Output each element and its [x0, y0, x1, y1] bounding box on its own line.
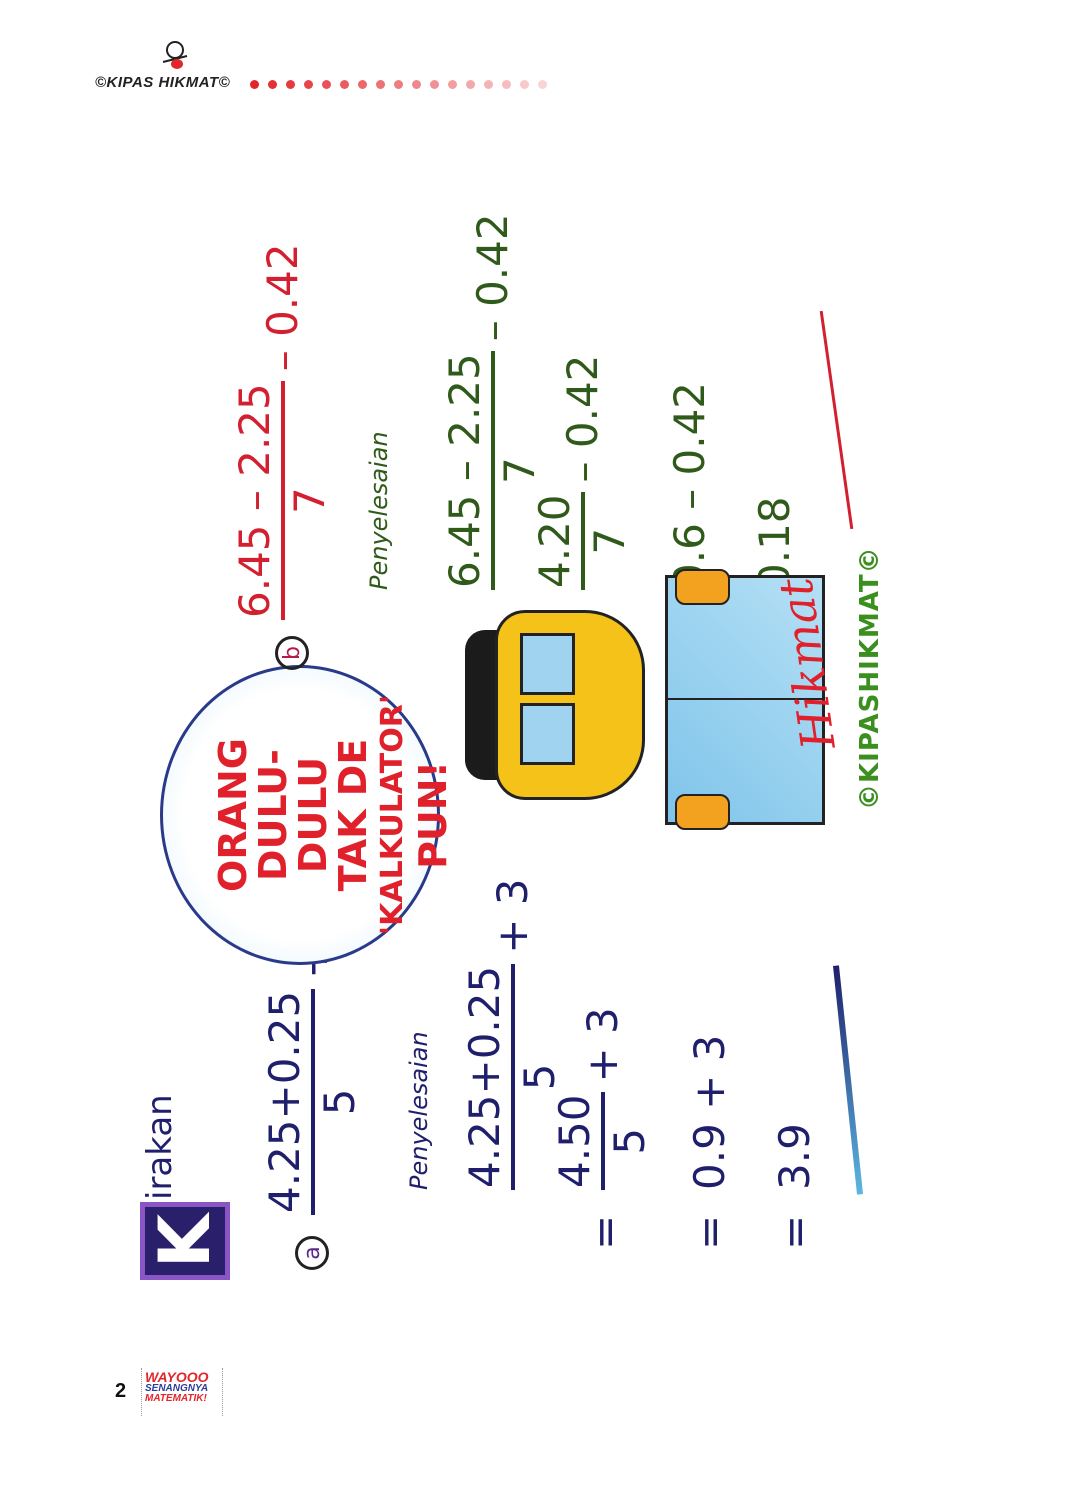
speech-bubble: ORANG DULU- DULU TAK DE 'KALKULATOR' PUN… — [160, 665, 455, 965]
page-footer: 2 WAYOOO SENANGNYA MATEMATIK! — [115, 1368, 235, 1418]
fraction-numerator: 4.50 — [550, 1092, 605, 1190]
expression-tail: + 3 — [487, 878, 537, 954]
rotated-worksheet: K irakan a 4.25+0.255 + 3 Penyelesaian 4… — [140, 170, 900, 1310]
question-a-step-3: 0.9 + 3 — [685, 1034, 734, 1190]
glasses-right-icon — [520, 633, 575, 695]
question-b-label: b — [275, 636, 309, 670]
question-a-answer: 3.9 — [770, 1123, 819, 1190]
logo-line: SENANGNYA — [145, 1383, 209, 1394]
decorative-dot — [376, 80, 385, 89]
decorative-dot — [466, 80, 475, 89]
fraction-denominator: 7 — [285, 487, 334, 514]
fraction-denominator: 5 — [315, 1088, 364, 1116]
fraction-denominator: 5 — [605, 1127, 654, 1155]
decorative-dot — [412, 80, 421, 89]
logo-line: MATEMATIK! — [145, 1393, 207, 1404]
page-header: ©KIPAS HIKMAT© — [95, 40, 1055, 100]
expression-tail: – 0.42 — [467, 213, 517, 342]
decorative-dot — [538, 80, 547, 89]
artist-credit: ©KIPASHIKMAT© — [855, 546, 885, 810]
answer-underline-a — [832, 965, 864, 1195]
speech-line: DULU — [291, 756, 335, 874]
fraction-numerator: 4.25+0.25 — [260, 988, 315, 1215]
decorative-dot — [250, 80, 259, 89]
cartoon-mascot-icon — [162, 41, 188, 69]
decorative-dot — [484, 80, 493, 89]
glasses-left-icon — [520, 703, 575, 765]
logo-line: WAYOOO — [145, 1369, 209, 1385]
speech-line: ORANG — [211, 738, 255, 892]
speech-line: DULU- — [251, 749, 295, 881]
fraction-numerator: 6.45 – 2.25 — [230, 381, 285, 620]
brand-text: ©KIPAS HIKMAT© — [95, 74, 231, 91]
decorative-dot — [430, 80, 439, 89]
solution-label-b: Penyelesaian — [365, 431, 393, 590]
expression-tail: – 0.42 — [257, 243, 307, 372]
decorative-dot — [322, 80, 331, 89]
speech-line: TAK DE — [331, 738, 375, 892]
page-number: 2 — [115, 1380, 127, 1402]
speech-line: 'KALKULATOR' — [375, 694, 410, 936]
decorative-dot — [358, 80, 367, 89]
series-logo: WAYOOO SENANGNYA MATEMATIK! — [141, 1368, 223, 1416]
answer-underline-b — [819, 310, 854, 530]
hand-left-icon — [675, 794, 730, 830]
fraction-numerator: 4.25+0.25 — [460, 963, 515, 1190]
title-initial-box: K — [140, 1202, 230, 1280]
speech-line: PUN! — [411, 761, 455, 869]
solution-label-a: Penyelesaian — [405, 1031, 433, 1190]
decorative-dot — [502, 80, 511, 89]
equals-sign: = — [685, 1214, 734, 1250]
hand-right-icon — [675, 569, 730, 605]
decorative-dot — [304, 80, 313, 89]
decorative-dot — [520, 80, 529, 89]
equals-sign: = — [580, 1214, 629, 1250]
speech-text: ORANG DULU- DULU TAK DE 'KALKULATOR' PUN… — [211, 668, 455, 962]
decorative-dot-line — [250, 80, 547, 89]
decorative-dot — [448, 80, 457, 89]
decorative-dot — [394, 80, 403, 89]
question-a-label: a — [295, 1236, 329, 1270]
decorative-dot — [286, 80, 295, 89]
expression-tail: – 0.42 — [557, 354, 607, 483]
equals-sign: = — [770, 1214, 819, 1250]
expression-tail: + 3 — [577, 1007, 627, 1083]
title-text: irakan — [140, 1094, 180, 1200]
decorative-dot — [268, 80, 277, 89]
decorative-dot — [340, 80, 349, 89]
